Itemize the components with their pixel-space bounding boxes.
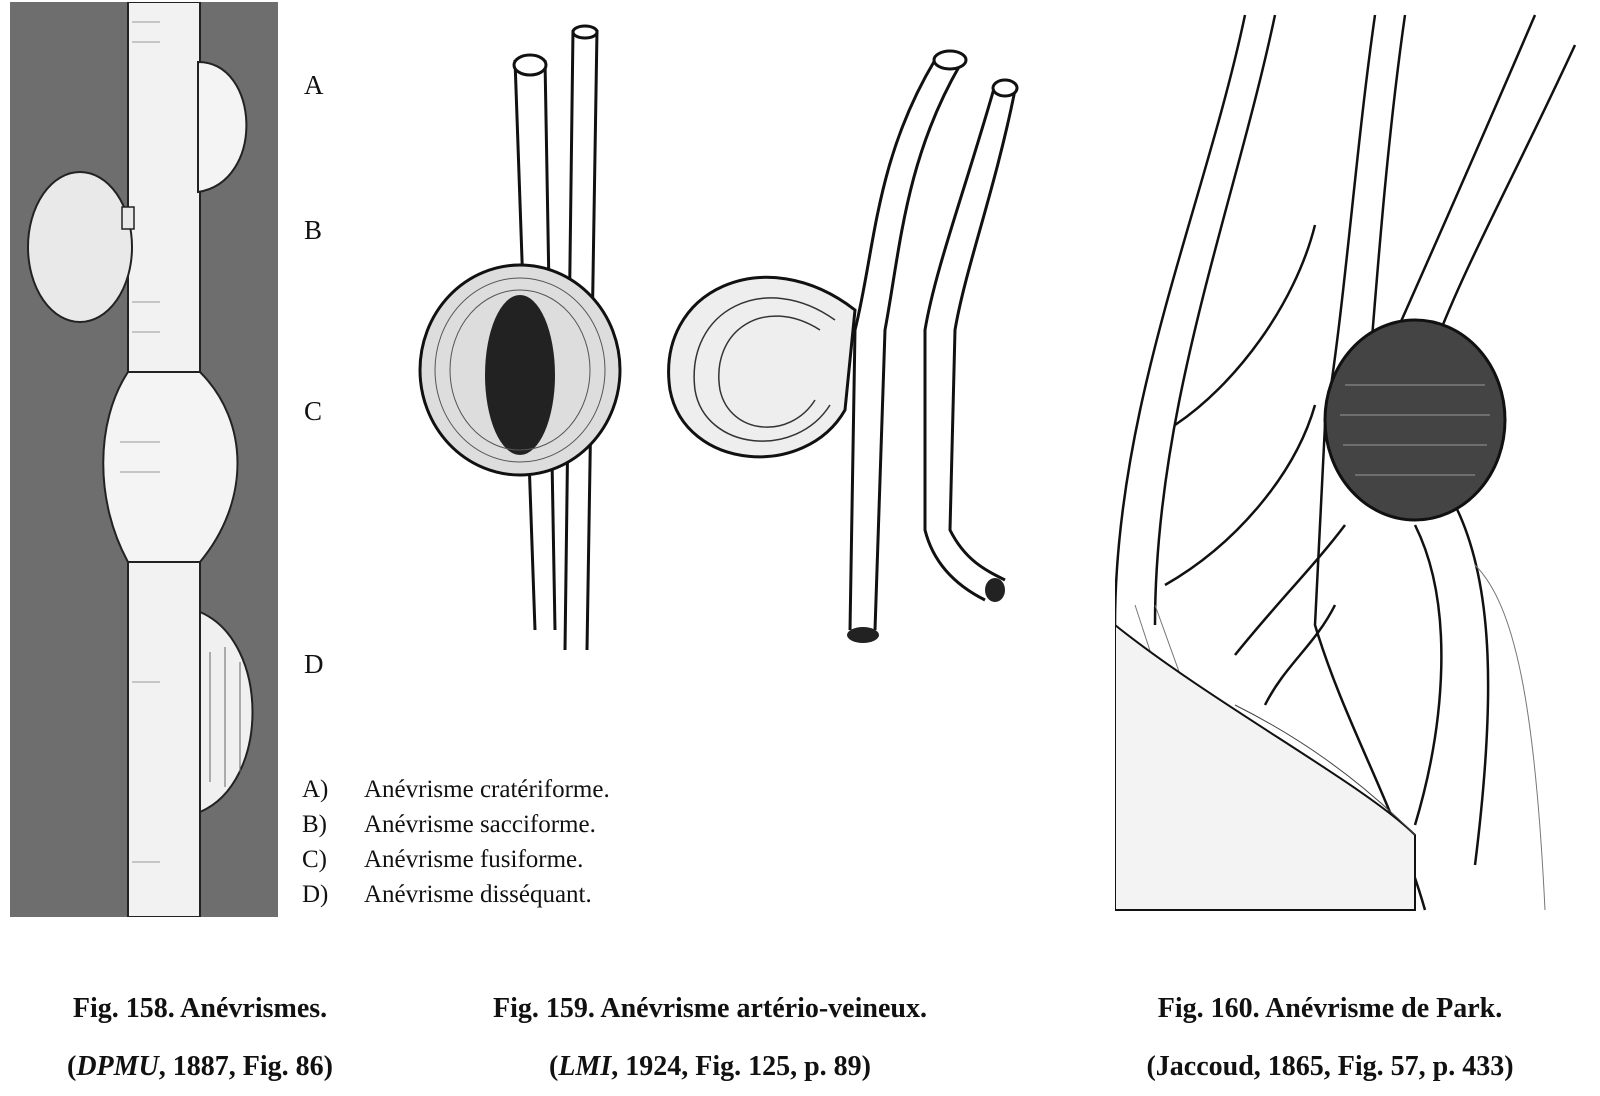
fig160-caption: Fig. 160. Anévrisme de Park. (Jaccoud, 1… xyxy=(1070,980,1590,1096)
legend-item: B) Anévrisme sacciforme. xyxy=(302,811,596,838)
label-c: C xyxy=(304,396,323,426)
fig159-caption-title: Fig. 159. Anévrisme artério-veineux. xyxy=(493,993,927,1024)
label-b: B xyxy=(304,215,323,245)
fig159-caption: Fig. 159. Anévrisme artério-veineux. (LM… xyxy=(420,980,1000,1096)
legend-item: D) Anévrisme disséquant. xyxy=(302,881,592,908)
fig160-caption-source: (Jaccoud, 1865, Fig. 57, p. 433) xyxy=(1146,1051,1514,1082)
fig158-caption: Fig. 158. Anévrismes. (DPMU, 1887, Fig. … xyxy=(10,980,390,1096)
fig160-illustration xyxy=(1115,5,1600,915)
fig158-illustration xyxy=(10,2,278,917)
fig158-caption-title: Fig. 158. Anévrismes. xyxy=(72,993,328,1024)
legend-item: C) Anévrisme fusiforme. xyxy=(302,846,584,873)
fig158-legend: A) Anévrisme cratériforme. B) Anévrisme … xyxy=(302,772,610,912)
label-d: D xyxy=(304,649,324,679)
fig158-caption-source: (DPMU, 1887, Fig. 86) xyxy=(67,1051,333,1082)
fig159-illustration xyxy=(405,10,1035,690)
fig160-caption-title: Fig. 160. Anévrisme de Park. xyxy=(1157,993,1503,1024)
legend-item: A) Anévrisme cratériforme. xyxy=(302,776,610,803)
label-a: A xyxy=(304,70,324,100)
fig159-caption-source: (LMI, 1924, Fig. 125, p. 89) xyxy=(548,1051,871,1082)
